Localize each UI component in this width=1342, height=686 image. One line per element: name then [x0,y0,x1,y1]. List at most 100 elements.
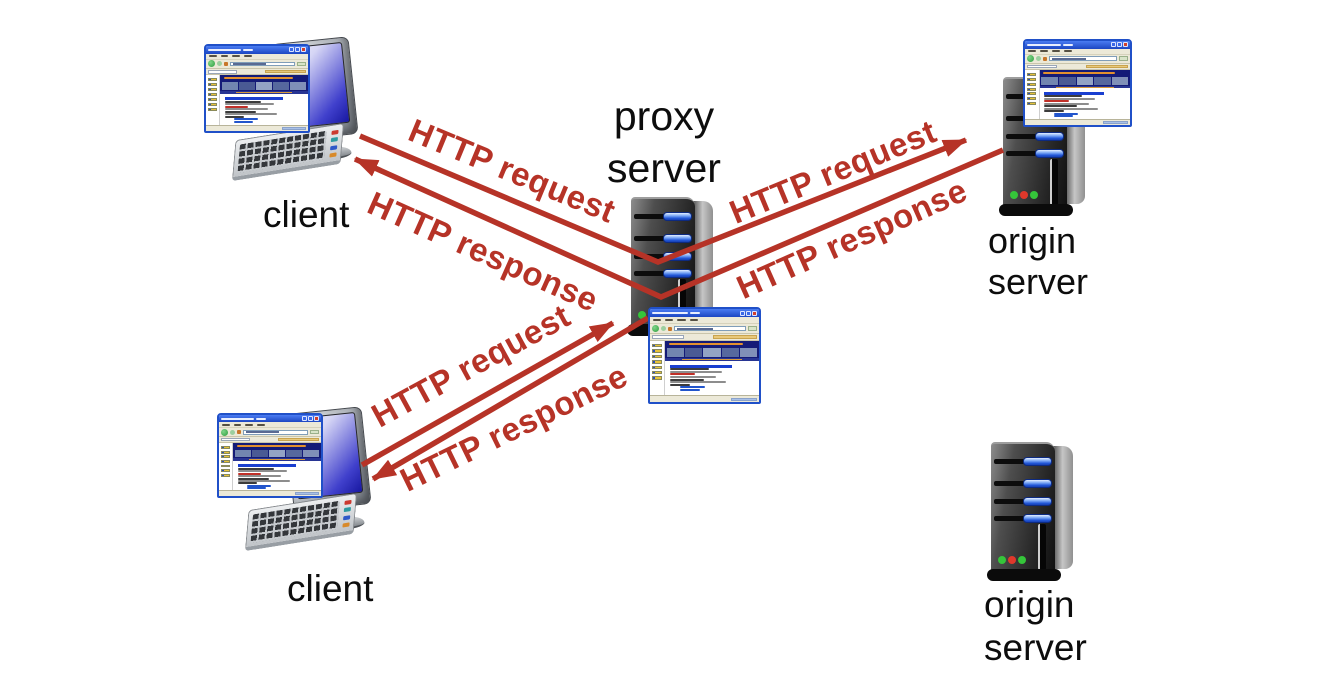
origin-server-bottom [987,442,1073,583]
status-zone-indicator [730,397,757,401]
server-base [999,204,1073,216]
text-line [1044,95,1082,98]
thumbnail-icon [221,473,231,477]
menu-item [233,423,242,426]
address-bar [243,429,309,435]
photo [273,82,290,91]
photo [721,348,739,358]
webpage-banner [220,75,308,82]
text-line [1044,110,1064,113]
webpage-content [664,340,759,396]
webpage-banner [1039,70,1130,76]
forward-button-icon [230,429,235,435]
go-button [1118,56,1128,62]
webpage-subnav [233,458,321,461]
drive-bay-light [1023,479,1052,488]
thumbnail-icon [1027,97,1037,101]
browser-menu-bar [219,422,321,429]
webpage-subnav [220,91,308,94]
link-text [1053,115,1074,118]
window-controls [289,47,306,53]
webpage-content [1038,70,1130,119]
origin-bottom-label: origin server [984,583,1087,669]
thumbnail-icon [221,464,231,468]
close-button-icon [1123,42,1128,48]
browser-title-text [1063,43,1074,46]
photo [739,348,758,358]
thumbnail-icon [208,78,218,82]
refresh-icon [237,430,241,435]
webpage-text-area [220,94,308,125]
menu-item [257,423,265,426]
search-input [652,335,684,339]
text-line [224,105,249,108]
text-line [224,110,257,113]
text-line [237,477,270,480]
menu-item [245,423,254,426]
address-bar [230,61,296,67]
address-text [677,327,714,330]
led-indicator-red [1008,556,1016,564]
browser-status-bar [650,395,759,402]
photo-strip [233,448,321,459]
close-button-icon [301,47,306,53]
thumbnail-icon [652,344,662,348]
drive-bay-light [1023,514,1052,523]
webpage-content [219,75,308,125]
photo [1094,76,1111,85]
banner-title-text [1043,72,1115,74]
browser-secondary-bar [1025,63,1130,70]
go-button [297,61,306,67]
menu-item [244,55,252,58]
browser-menu-bar [206,53,308,60]
headline-text [237,464,297,468]
drive-bay-light [663,269,692,278]
subnav-text [682,358,743,360]
thumbnail-icon [1027,101,1037,105]
thumbnail-icon [652,360,662,364]
thumbnail-icon [1027,82,1037,86]
drive-bay [994,514,1052,523]
browser-secondary-bar [219,437,321,444]
banner-title-text [236,445,307,447]
text-line [669,378,704,381]
text-line [669,381,726,384]
webpage-body [1025,70,1130,119]
window-controls [302,416,319,422]
drive-bay-light [1023,457,1052,466]
webpage-body [650,340,759,396]
address-bar [1049,56,1117,62]
drive-bay-light [663,234,692,243]
webpage-subnav [665,358,759,361]
minimize-button-icon [289,47,294,53]
browser-status-bar [206,124,308,131]
server-body [991,442,1055,572]
link-text [1053,112,1079,115]
maximize-button-icon [1117,42,1122,48]
banner-title-text [223,77,294,80]
headline-text [224,97,284,101]
toolbar-extension [264,70,306,74]
browser-title-text [221,417,255,420]
photo [1111,76,1129,85]
text-line [224,100,261,103]
refresh-icon [224,61,228,66]
photo [235,449,252,458]
back-button-icon [652,325,659,333]
photo [1041,76,1058,85]
drive-bay-light [1035,149,1064,158]
webpage-subnav [1039,85,1130,89]
drive-bay [994,479,1052,488]
window-controls [1111,42,1128,48]
thumbnail-icon [1027,77,1037,81]
drive-bay [634,212,692,221]
browser-secondary-bar [650,334,759,341]
led-indicator-green [998,556,1006,564]
browser-secondary-bar [206,69,308,76]
led-indicator-green [1010,191,1018,199]
webpage-banner [665,340,759,348]
client-bottom-label: client [287,568,374,609]
link-text [247,487,267,490]
forward-button-icon [1036,56,1041,62]
